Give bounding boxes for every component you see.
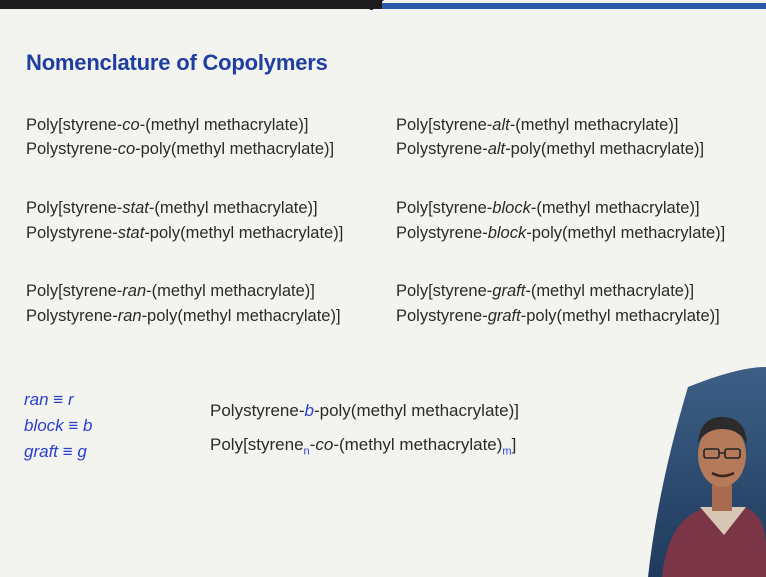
top-bar-wedge	[370, 0, 384, 12]
left-item-1-line-1: Poly[styrene-co-(methyl methacrylate)]	[26, 116, 309, 134]
right-item-1-line-2: Polystyrene-alt-poly(methyl methacrylate…	[396, 140, 705, 158]
top-bar-blue	[382, 3, 766, 9]
presenter-video	[648, 367, 766, 577]
slide: Nomenclature of Copolymers Poly[styrene-…	[0, 10, 766, 577]
left-item-3-line-1: Poly[styrene-ran-(methyl methacrylate)]	[26, 282, 315, 300]
left-item-2-line-2: Polystyrene-stat-poly(methyl methacrylat…	[26, 224, 344, 242]
left-item-1-line-2: Polystyrene-co-poly(methyl methacrylate)…	[26, 140, 335, 158]
right-item-1-line-1: Poly[styrene-alt-(methyl methacrylate)]	[396, 116, 679, 134]
right-item-3-line-2: Polystyrene-graft-poly(methyl methacryla…	[396, 307, 720, 325]
abbr-graft: graft ≡ g	[24, 442, 87, 461]
example-degree-notation: Poly[styrenen-co-(methyl methacrylate)m]	[210, 435, 517, 458]
right-item-3-line-1: Poly[styrene-graft-(methyl methacrylate)…	[396, 282, 695, 300]
abbr-ran: ran ≡ r	[24, 390, 74, 409]
slide-title: Nomenclature of Copolymers	[26, 50, 328, 75]
example-block-notation: Polystyrene-b-poly(methyl methacrylate)]	[210, 401, 519, 420]
abbr-block: block ≡ b	[24, 416, 93, 435]
right-item-2-line-2: Polystyrene-block-poly(methyl methacryla…	[396, 224, 726, 242]
right-item-2-line-1: Poly[styrene-block-(methyl methacrylate)…	[396, 199, 700, 217]
left-item-3-line-2: Polystyrene-ran-poly(methyl methacrylate…	[26, 307, 341, 325]
top-bar-dark	[0, 0, 382, 9]
presenter-figure	[648, 367, 766, 577]
left-item-2-line-1: Poly[styrene-stat-(methyl methacrylate)]	[26, 199, 318, 217]
